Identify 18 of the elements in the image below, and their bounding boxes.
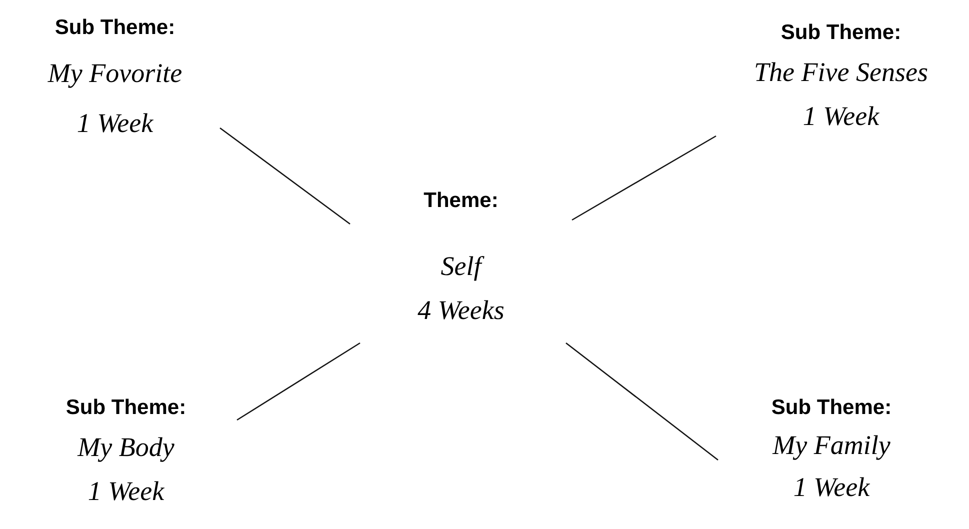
theme-heading: Sub Theme:: [780, 20, 902, 46]
connector-line: [236, 342, 360, 421]
theme-duration: 1 Week: [802, 100, 880, 133]
theme-name: My Body: [78, 431, 174, 464]
theme-duration: 1 Week: [88, 475, 164, 508]
theme-name: My Fovorite: [48, 57, 182, 90]
theme-duration: 1 Week: [76, 107, 154, 140]
theme-duration: 1 Week: [793, 471, 870, 504]
theme-name: The Five Senses: [754, 56, 928, 89]
theme-heading: Theme:: [424, 188, 498, 214]
theme-name: My Family: [772, 429, 890, 462]
theme-heading: Sub Theme:: [66, 395, 186, 421]
connector-line: [220, 127, 350, 225]
connector-line: [572, 135, 716, 221]
theme-duration: 4 Weeks: [418, 294, 504, 327]
theme-heading: Sub Theme:: [54, 15, 176, 41]
connector-line: [566, 342, 718, 461]
theme-heading: Sub Theme:: [771, 395, 892, 421]
